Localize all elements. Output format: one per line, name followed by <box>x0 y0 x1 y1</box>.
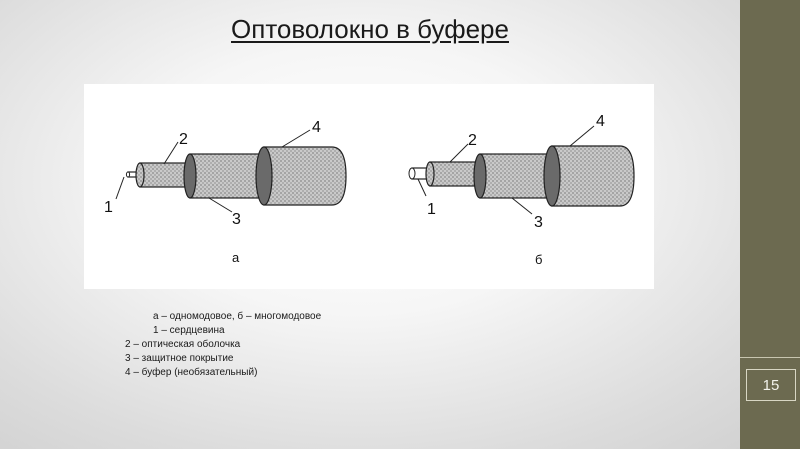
fiber-a-callout-2: 2 <box>179 131 188 148</box>
fiber-b: 1 2 3 4 б <box>408 113 635 267</box>
fiber-b-buffer <box>551 145 635 207</box>
legend-line-cladding: 2 – оптическая оболочка <box>125 339 241 350</box>
sidebar-divider <box>740 357 800 358</box>
legend-line-variants: а – одномодовое, б – многомодовое <box>153 311 322 322</box>
page-number: 15 <box>746 369 796 401</box>
fiber-a-callout-1: 1 <box>104 199 113 216</box>
fiber-b-label: б <box>535 252 542 267</box>
legend-line-core: 1 – сердцевина <box>153 325 225 336</box>
fiber-b-coating <box>479 153 553 199</box>
fiber-a-label: а <box>232 250 240 265</box>
fiber-b-callout-4: 4 <box>596 113 605 130</box>
fiber-a-cladding <box>139 162 191 188</box>
fiber-b-cladding <box>429 161 481 187</box>
fiber-a: 1 2 3 4 а <box>104 119 347 265</box>
fiber-a-coating <box>189 153 265 199</box>
fiber-b-callout-2: 2 <box>468 132 477 149</box>
sidebar-accent <box>740 0 800 449</box>
fiber-diagram-svg: 1 2 3 4 а 1 2 3 4 <box>104 113 635 267</box>
legend-line-coating: 3 – защитное покрытие <box>125 353 234 364</box>
fiber-b-callout-1: 1 <box>427 201 436 218</box>
fiber-b-callout-3: 3 <box>534 214 543 231</box>
slide-title: Оптоволокно в буфере <box>231 14 509 44</box>
fiber-diagram-figure: 1 2 3 4 а 1 2 3 4 <box>84 84 654 289</box>
fiber-a-buffer <box>263 146 347 206</box>
fiber-a-callout-4: 4 <box>312 119 321 136</box>
fiber-a-callout-3: 3 <box>232 211 241 228</box>
legend-line-buffer: 4 – буфер (необязательный) <box>125 367 258 378</box>
